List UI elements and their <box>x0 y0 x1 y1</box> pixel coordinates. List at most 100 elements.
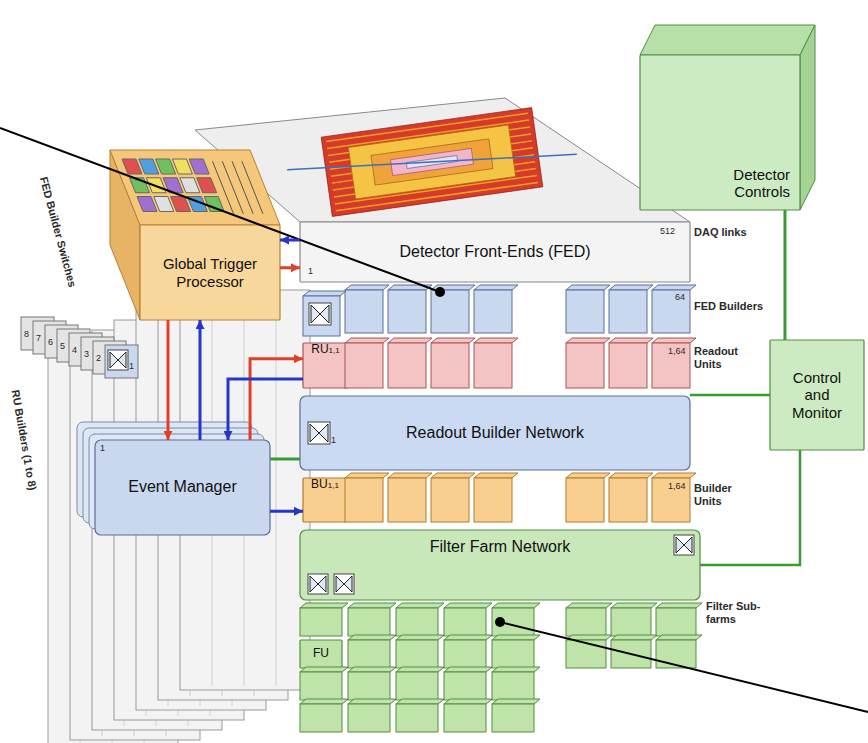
network-slab: Readout Builder Network <box>300 396 690 470</box>
readout-unit-top <box>609 338 653 343</box>
index-number: 1,64 <box>668 346 686 356</box>
builder-unit-top <box>388 473 432 478</box>
filter-unit <box>396 640 438 668</box>
builder-unit-top <box>566 473 610 478</box>
fed-builder <box>474 290 512 333</box>
control-wire <box>700 450 800 565</box>
switch-symbol <box>310 424 328 442</box>
part-label: FED Builder Switches <box>37 175 79 288</box>
node-label: Global Trigger Processor <box>150 255 270 290</box>
builder-unit <box>566 478 604 522</box>
index-number: 1,64 <box>668 481 686 491</box>
filter-unit <box>656 608 696 636</box>
signal-arrow <box>167 320 170 440</box>
part-label: RU Builders (1 to 8) <box>9 389 39 492</box>
filter-unit-top <box>492 635 540 640</box>
filter-unit-top <box>444 699 492 704</box>
filter-unit-top <box>611 603 657 608</box>
index-number: 5 <box>60 341 65 351</box>
index-number: 1 <box>331 435 336 445</box>
index-number: 4 <box>72 345 77 355</box>
filter-unit <box>396 608 438 636</box>
fed-builder <box>345 290 383 333</box>
index-number: 1 <box>308 266 313 276</box>
fed-builder <box>652 290 690 333</box>
readout-unit <box>566 343 604 388</box>
network-slab: Filter Farm Network <box>300 530 700 600</box>
builder-unit <box>652 478 690 522</box>
readout-unit <box>388 343 426 388</box>
filter-unit-top <box>396 699 444 704</box>
control-wire <box>690 394 770 397</box>
signal-arrow <box>280 266 300 269</box>
fed-builder <box>566 290 604 333</box>
filter-unit: FU <box>300 640 342 668</box>
filter-unit-top <box>300 603 348 608</box>
signal-arrow <box>270 458 300 461</box>
gtp-top-face <box>110 150 280 225</box>
switch-frame <box>308 574 328 594</box>
node-subscript: 1,1 <box>328 481 339 490</box>
fed-builder-switch-top <box>303 291 346 296</box>
builder-unit <box>474 478 512 522</box>
filter-unit-top <box>656 603 702 608</box>
index-number: 7 <box>36 333 41 343</box>
filter-unit-top <box>611 635 657 640</box>
monitor-box: Control and Monitor <box>770 340 864 450</box>
controls-box: Detector Controls <box>640 55 800 210</box>
index-number: 2 <box>96 353 101 363</box>
filter-unit-top <box>396 603 444 608</box>
filter-unit-top <box>492 603 540 608</box>
trigger-icon-cell <box>122 159 142 174</box>
signal-arrow <box>199 320 202 440</box>
index-number: 512 <box>660 226 675 236</box>
filter-unit-top <box>348 603 396 608</box>
trigger-icon-line <box>232 161 253 214</box>
switch-frame <box>334 574 354 594</box>
filter-unit <box>492 640 534 668</box>
leader-line <box>0 128 436 291</box>
detector-picture <box>283 102 580 221</box>
node-subscript: 1,1 <box>329 346 340 355</box>
switch-symbol <box>676 537 692 553</box>
filter-unit <box>348 704 390 732</box>
filter-unit <box>396 704 438 732</box>
filter-unit <box>444 640 486 668</box>
filter-unit <box>492 704 534 732</box>
leader-dot <box>495 617 505 627</box>
fed-builder-top <box>652 285 696 290</box>
leader-dot <box>435 287 445 297</box>
filter-unit <box>300 704 342 732</box>
part-label: Builder Units <box>694 482 750 507</box>
trigger-icon-cell <box>172 159 192 174</box>
readout-unit-top <box>652 338 696 343</box>
builder-unit: BU1,1 <box>303 478 347 522</box>
signal-arrow <box>280 239 300 242</box>
filter-unit <box>444 672 486 700</box>
filter-unit <box>348 640 390 668</box>
controls-top-face <box>640 25 815 55</box>
controls-side-face <box>800 25 815 210</box>
index-number: 6 <box>48 337 53 347</box>
trigger-icon-cell <box>154 197 174 212</box>
switch-frame <box>309 303 331 325</box>
fed-builder <box>388 290 426 333</box>
fed-builder <box>431 290 469 333</box>
switch-symbol <box>336 576 352 592</box>
trigger-icon-line <box>222 161 243 214</box>
node-fill <box>300 530 700 600</box>
front-end-box: Detector Front-Ends (FED) <box>300 222 690 282</box>
filter-unit-top <box>348 699 396 704</box>
filter-unit-top <box>300 667 348 672</box>
filter-unit <box>300 608 342 636</box>
switch-symbol <box>311 305 329 323</box>
node-label: BU <box>311 478 328 492</box>
node-label: Detector Controls <box>710 166 790 201</box>
trigger-box: Global Trigger Processor <box>140 225 280 320</box>
node-label: Event Manager <box>128 478 237 496</box>
trigger-icon-cell <box>137 197 157 212</box>
readout-unit-top <box>388 338 432 343</box>
node-fill <box>303 478 347 522</box>
signal-arrow <box>270 510 303 513</box>
